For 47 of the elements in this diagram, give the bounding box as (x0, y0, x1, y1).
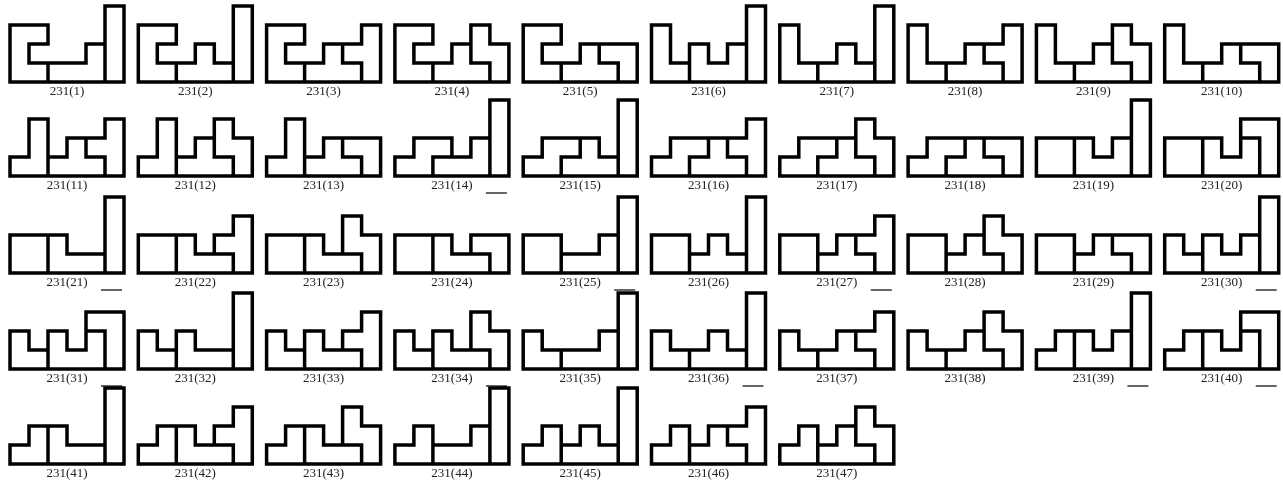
figure-label: 231(31) (46, 371, 88, 385)
figure-label: 231(30) (1201, 275, 1243, 289)
figure-label: 231(33) (303, 371, 345, 385)
figure-label: 231(4) (434, 84, 470, 98)
figure-label: 231(39) (1072, 371, 1114, 385)
figure-label: 231(3) (306, 84, 341, 98)
figure-label: 231(34) (431, 371, 473, 385)
figure-label: 231(28) (944, 275, 986, 289)
figure-label: 231(32) (174, 371, 216, 385)
figure-label: 231(7) (819, 84, 855, 98)
figure-label: 231(13) (303, 178, 345, 192)
figure-label: 231(35) (559, 371, 601, 385)
figure-label: 231(41) (46, 466, 88, 480)
figure-label: 231(15) (559, 178, 601, 192)
figure-label: 231(10) (1201, 84, 1243, 98)
figure-label: 231(36) (687, 371, 730, 385)
figure-label: 231(2) (177, 84, 213, 98)
figure-label: 231(9) (1076, 84, 1111, 98)
figure-label: 231(26) (687, 275, 730, 289)
figure-label: 231(37) (816, 371, 858, 385)
figure-label: 231(46) (687, 466, 730, 480)
figure-label: 231(8) (947, 84, 983, 98)
figure-label: 231(24) (431, 275, 473, 289)
figure-label: 231(14) (431, 178, 473, 192)
figure-label: 231(17) (816, 178, 858, 192)
figure-label: 231(45) (559, 466, 601, 480)
figure-label: 231(11) (46, 178, 88, 192)
figure-label: 231(12) (174, 178, 216, 192)
figure-label: 231(16) (687, 178, 730, 192)
figure-label: 231(29) (1072, 275, 1114, 289)
figure-label: 231(5) (562, 84, 598, 98)
figure-label: 231(21) (46, 275, 88, 289)
figure-label: 231(19) (1072, 178, 1114, 192)
figure-label: 231(43) (303, 466, 345, 480)
figure-label: 231(22) (174, 275, 216, 289)
figure-label: 231(42) (174, 466, 216, 480)
figure-label: 231(6) (691, 84, 726, 98)
figure-label: 231(20) (1201, 178, 1243, 192)
figure-label: 231(1) (49, 84, 85, 98)
figure-label: 231(23) (303, 275, 345, 289)
figure-label: 231(44) (431, 466, 473, 480)
figure-label: 231(18) (944, 178, 986, 192)
figure-label: 231(27) (816, 275, 858, 289)
figure-label: 231(25) (559, 275, 601, 289)
figure-label: 231(38) (944, 371, 986, 385)
figure-label: 231(40) (1201, 371, 1243, 385)
figure-label: 231(47) (816, 466, 858, 480)
